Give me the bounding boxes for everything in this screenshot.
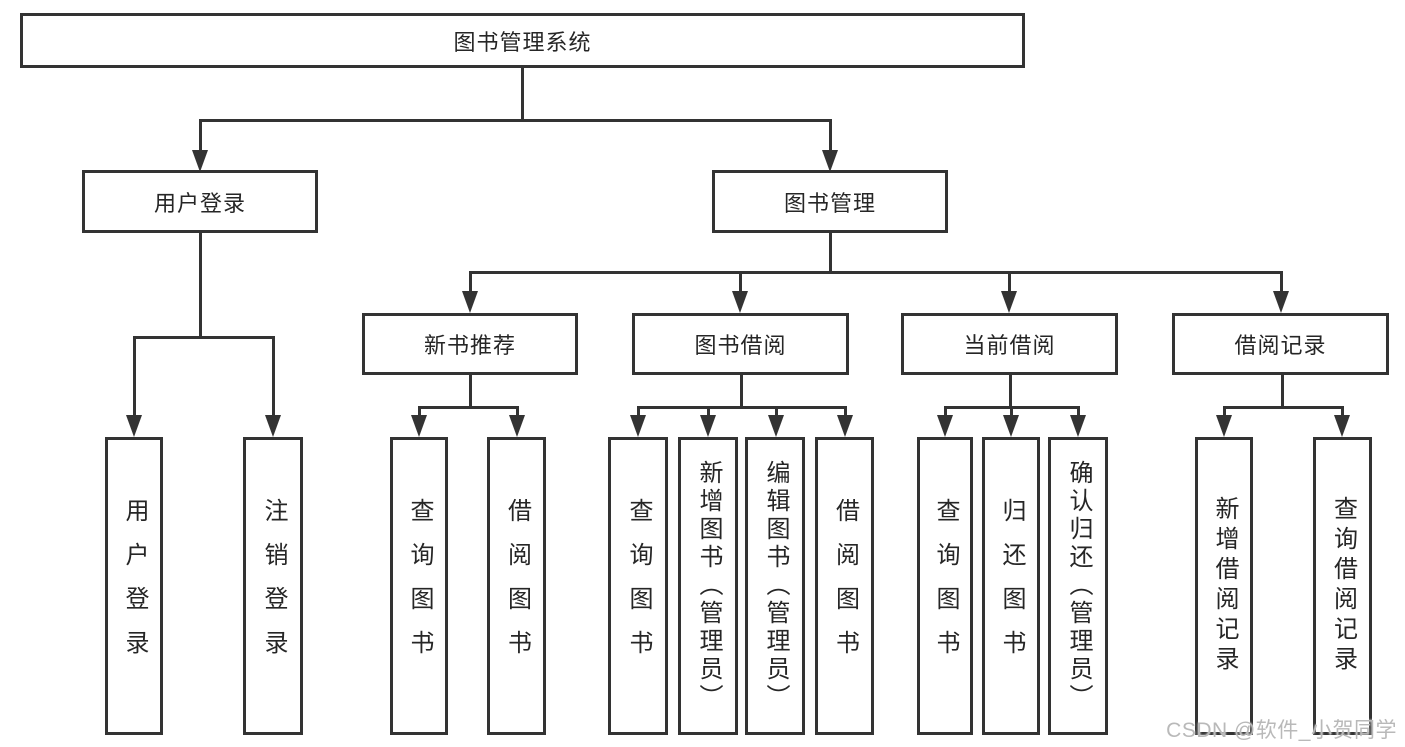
connector-line <box>1010 406 1013 419</box>
connector-line <box>516 406 519 419</box>
connector-line <box>469 373 472 408</box>
arrow-down-icon <box>509 415 525 437</box>
node-label: 查询图书 <box>625 498 652 674</box>
arrow-down-icon <box>192 150 208 172</box>
node-label: 编辑图书（管理员） <box>762 460 789 712</box>
arrow-down-icon <box>411 415 427 437</box>
node-label: 确认归还（管理员） <box>1065 460 1092 712</box>
leaf-query-books-current: 查询图书 <box>917 437 973 735</box>
connector-line <box>944 406 947 419</box>
node-label: 归还图书 <box>998 498 1025 674</box>
node-label: 新增图书（管理员） <box>695 460 722 712</box>
arrow-down-icon <box>732 291 748 313</box>
leaf-return-books: 归还图书 <box>982 437 1040 735</box>
node-label: 查询图书 <box>932 498 959 674</box>
arrow-down-icon <box>630 415 646 437</box>
leaf-user-login: 用户登录 <box>105 437 163 735</box>
node-label: 图书管理 <box>783 190 876 216</box>
arrow-down-icon <box>1334 415 1350 437</box>
connector-line <box>844 406 847 419</box>
connector-line <box>637 406 640 419</box>
node-label: 借阅图书 <box>503 498 531 674</box>
connector-line <box>521 66 524 120</box>
node-label: 用户登录 <box>153 190 246 216</box>
leaf-borrow-books: 借阅图书 <box>815 437 874 735</box>
node-label: 注销登录 <box>260 498 287 674</box>
node-label: 图书管理系统 <box>453 29 592 55</box>
leaf-confirm-return-admin: 确认归还（管理员） <box>1048 437 1108 735</box>
connector-line <box>133 336 136 419</box>
arrow-down-icon <box>937 415 953 437</box>
arrow-down-icon <box>700 415 716 437</box>
connector-line <box>199 119 202 154</box>
node-book-management: 图书管理 <box>712 170 948 233</box>
node-label: 用户登录 <box>121 498 148 674</box>
leaf-query-books-recommend: 查询图书 <box>390 437 448 735</box>
arrow-down-icon <box>1216 415 1232 437</box>
csdn-watermark: CSDN @软件_小贺同学 <box>1166 719 1397 742</box>
arrow-down-icon <box>1003 415 1019 437</box>
leaf-add-borrow-record: 新增借阅记录 <box>1195 437 1253 735</box>
connector-line <box>1281 373 1284 408</box>
connector-line <box>133 336 275 339</box>
node-book-borrow: 图书借阅 <box>632 313 849 375</box>
connector-line <box>469 271 1283 274</box>
connector-line <box>829 119 832 154</box>
node-label: 借阅记录 <box>1234 333 1327 358</box>
node-label: 图书借阅 <box>694 333 787 358</box>
arrow-down-icon <box>462 291 478 313</box>
connector-line <box>469 271 472 294</box>
connector-line <box>637 406 847 409</box>
node-current-borrow: 当前借阅 <box>901 313 1118 375</box>
connector-line <box>1280 271 1283 294</box>
connector-line <box>1341 406 1344 419</box>
arrow-down-icon <box>265 415 281 437</box>
node-label: 当前借阅 <box>963 333 1056 358</box>
arrow-down-icon <box>822 150 838 172</box>
node-label: 借阅图书 <box>831 498 859 674</box>
connector-line <box>1009 373 1012 408</box>
connector-line <box>1008 271 1011 294</box>
arrow-down-icon <box>126 415 142 437</box>
node-label: 新增借阅记录 <box>1211 496 1238 676</box>
leaf-query-borrow-record: 查询借阅记录 <box>1313 437 1372 735</box>
connector-line <box>418 406 421 419</box>
connector-line <box>272 336 275 419</box>
node-library-system: 图书管理系统 <box>20 13 1025 68</box>
connector-line <box>740 373 743 408</box>
connector-line <box>775 406 778 419</box>
arrow-down-icon <box>837 415 853 437</box>
arrow-down-icon <box>768 415 784 437</box>
connector-line <box>1223 406 1344 409</box>
leaf-query-books-borrow: 查询图书 <box>608 437 668 735</box>
node-new-book-recommend: 新书推荐 <box>362 313 578 375</box>
arrow-down-icon <box>1001 291 1017 313</box>
arrow-down-icon <box>1070 415 1086 437</box>
node-label: 查询借阅记录 <box>1329 496 1357 676</box>
connector-line <box>1223 406 1226 419</box>
leaf-edit-books-admin: 编辑图书（管理员） <box>745 437 805 735</box>
connector-line <box>829 231 832 273</box>
connector-line <box>1077 406 1080 419</box>
leaf-add-books-admin: 新增图书（管理员） <box>678 437 738 735</box>
connector-line <box>199 119 831 122</box>
leaf-logout: 注销登录 <box>243 437 303 735</box>
connector-line <box>739 271 742 294</box>
connector-line <box>707 406 710 419</box>
connector-line <box>199 231 202 337</box>
node-label: 新书推荐 <box>423 333 516 358</box>
leaf-borrow-books-recommend: 借阅图书 <box>487 437 546 735</box>
node-label: 查询图书 <box>406 498 433 674</box>
node-borrow-records: 借阅记录 <box>1172 313 1389 375</box>
node-user-login: 用户登录 <box>82 170 318 233</box>
arrow-down-icon <box>1273 291 1289 313</box>
connector-line <box>418 406 518 409</box>
